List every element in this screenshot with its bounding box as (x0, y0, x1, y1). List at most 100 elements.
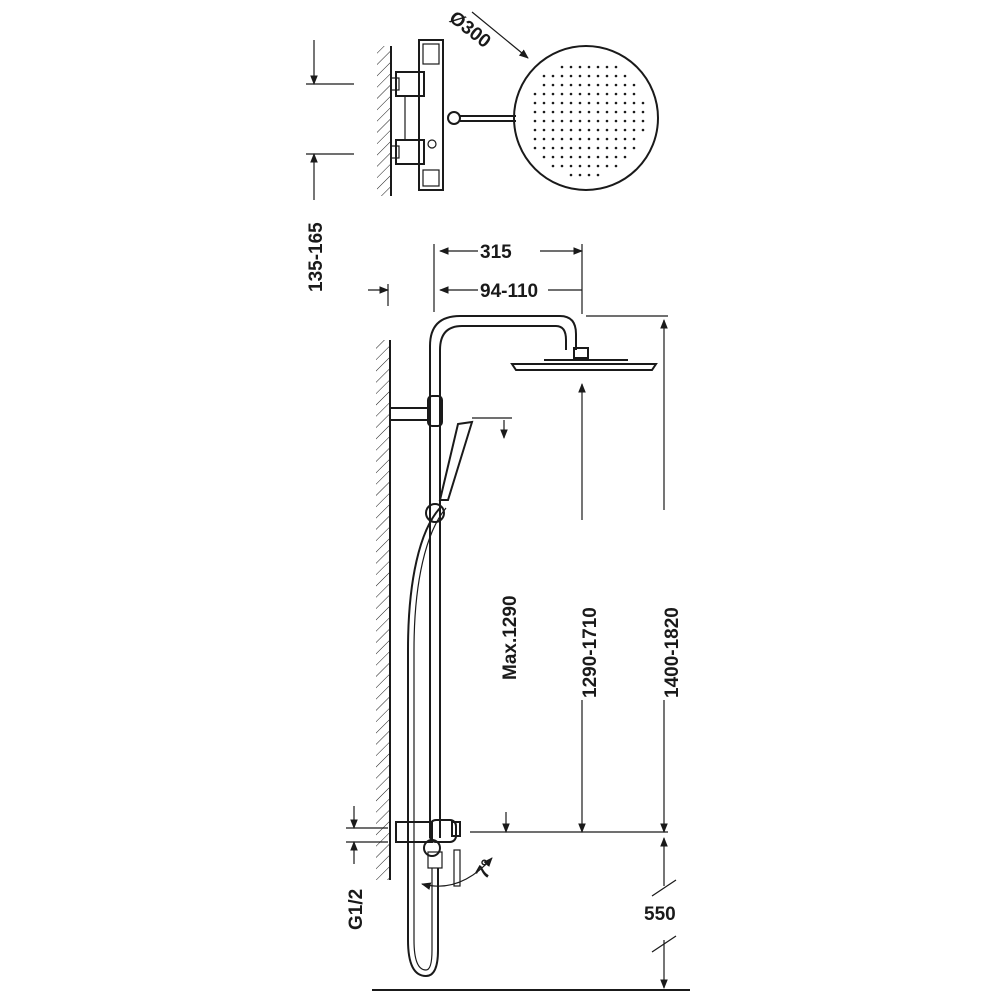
thread-label: G1/2 (346, 889, 367, 930)
nozzle-dot (560, 74, 564, 78)
nozzle-dot (542, 119, 546, 123)
nozzle-dot (605, 119, 609, 123)
nozzle-dot (569, 74, 573, 78)
nozzle-dot (587, 83, 591, 87)
nozzle-dot (560, 155, 564, 159)
nozzle-dot (614, 83, 618, 87)
nozzle-dot (551, 128, 555, 132)
nozzle-dot (578, 137, 582, 141)
nozzle-dot (614, 137, 618, 141)
nozzle-dot (632, 110, 636, 114)
nozzle-dot (614, 146, 618, 150)
nozzle-dot (596, 92, 600, 96)
nozzle-dot (605, 128, 609, 132)
nozzle-dot (614, 155, 618, 159)
nozzle-dot (596, 74, 600, 78)
nozzle-dot (605, 164, 609, 168)
nozzle-dot (569, 128, 573, 132)
nozzle-dot (569, 92, 573, 96)
tilt-angle-label: 7° (472, 856, 499, 882)
nozzle-dot (605, 92, 609, 96)
nozzle-dot (614, 164, 618, 168)
nozzle-dot (587, 164, 591, 168)
nozzle-dot (587, 155, 591, 159)
nozzle-dot (569, 173, 573, 177)
shower-hose (407, 507, 441, 978)
inlet-spacing-label: 135-165 (306, 222, 327, 292)
nozzle-dot (623, 92, 627, 96)
round-shower-head (513, 45, 659, 191)
nozzle-dot (560, 110, 564, 114)
nozzle-dot (587, 119, 591, 123)
nozzle-dot (614, 65, 618, 69)
nozzle-dot (587, 92, 591, 96)
nozzle-dot (623, 119, 627, 123)
nozzle-dot (596, 83, 600, 87)
nozzle-dot (587, 146, 591, 150)
nozzle-dot (623, 110, 627, 114)
nozzle-dot (578, 110, 582, 114)
nozzle-dot (587, 137, 591, 141)
nozzle-dot (587, 110, 591, 114)
hand-shower (438, 420, 474, 501)
nozzle-dot (551, 119, 555, 123)
nozzle-dot (560, 164, 564, 168)
nozzle-dot (569, 164, 573, 168)
nozzle-dot (623, 128, 627, 132)
nozzle-dot (614, 92, 618, 96)
nozzle-dot (614, 74, 618, 78)
nozzle-dot (587, 65, 591, 69)
nozzle-dot (551, 110, 555, 114)
nozzle-dot (542, 128, 546, 132)
nozzle-dot (533, 101, 537, 105)
nozzle-dot (533, 146, 537, 150)
head-height-label: 1290-1710 (580, 607, 601, 698)
nozzle-dot (551, 137, 555, 141)
nozzle-dot (605, 65, 609, 69)
nozzle-dot (533, 110, 537, 114)
nozzle-dot (578, 119, 582, 123)
nozzle-dot (632, 92, 636, 96)
flat-shower-head (510, 363, 658, 371)
nozzle-dot (605, 155, 609, 159)
nozzle-dot (551, 74, 555, 78)
nozzle-dot (596, 173, 600, 177)
nozzle-dot (641, 110, 645, 114)
nozzle-dot (569, 137, 573, 141)
nozzle-dot (623, 74, 627, 78)
nozzle-dot (641, 101, 645, 105)
nozzle-dot (560, 101, 564, 105)
nozzle-dot (641, 119, 645, 123)
total-height-label: 1400-1820 (662, 607, 683, 698)
wall-offset-label: 94-110 (480, 281, 538, 302)
nozzle-dot (605, 74, 609, 78)
nozzle-dot (551, 164, 555, 168)
nozzle-dot (614, 101, 618, 105)
nozzle-dot (578, 146, 582, 150)
nozzle-dot (560, 146, 564, 150)
nozzle-dot (596, 65, 600, 69)
nozzle-dot (632, 119, 636, 123)
nozzle-dot (587, 74, 591, 78)
floor-height-label: 550 (644, 904, 676, 925)
nozzle-dot (605, 83, 609, 87)
nozzle-dot (596, 137, 600, 141)
nozzle-dot (578, 83, 582, 87)
nozzle-dot (533, 128, 537, 132)
nozzle-dot (614, 110, 618, 114)
nozzle-dot (587, 128, 591, 132)
bar-max-label: Max.1290 (500, 595, 521, 680)
nozzle-dot (569, 119, 573, 123)
nozzle-dot (578, 164, 582, 168)
nozzle-dot (551, 146, 555, 150)
nozzle-dot (569, 110, 573, 114)
nozzle-dot (623, 155, 627, 159)
head-diameter-label: Ø300 (445, 7, 495, 52)
nozzle-dot (596, 155, 600, 159)
nozzle-dot (596, 101, 600, 105)
nozzle-dot (560, 65, 564, 69)
nozzle-dot (596, 128, 600, 132)
nozzle-dot (578, 101, 582, 105)
nozzle-dot (596, 146, 600, 150)
